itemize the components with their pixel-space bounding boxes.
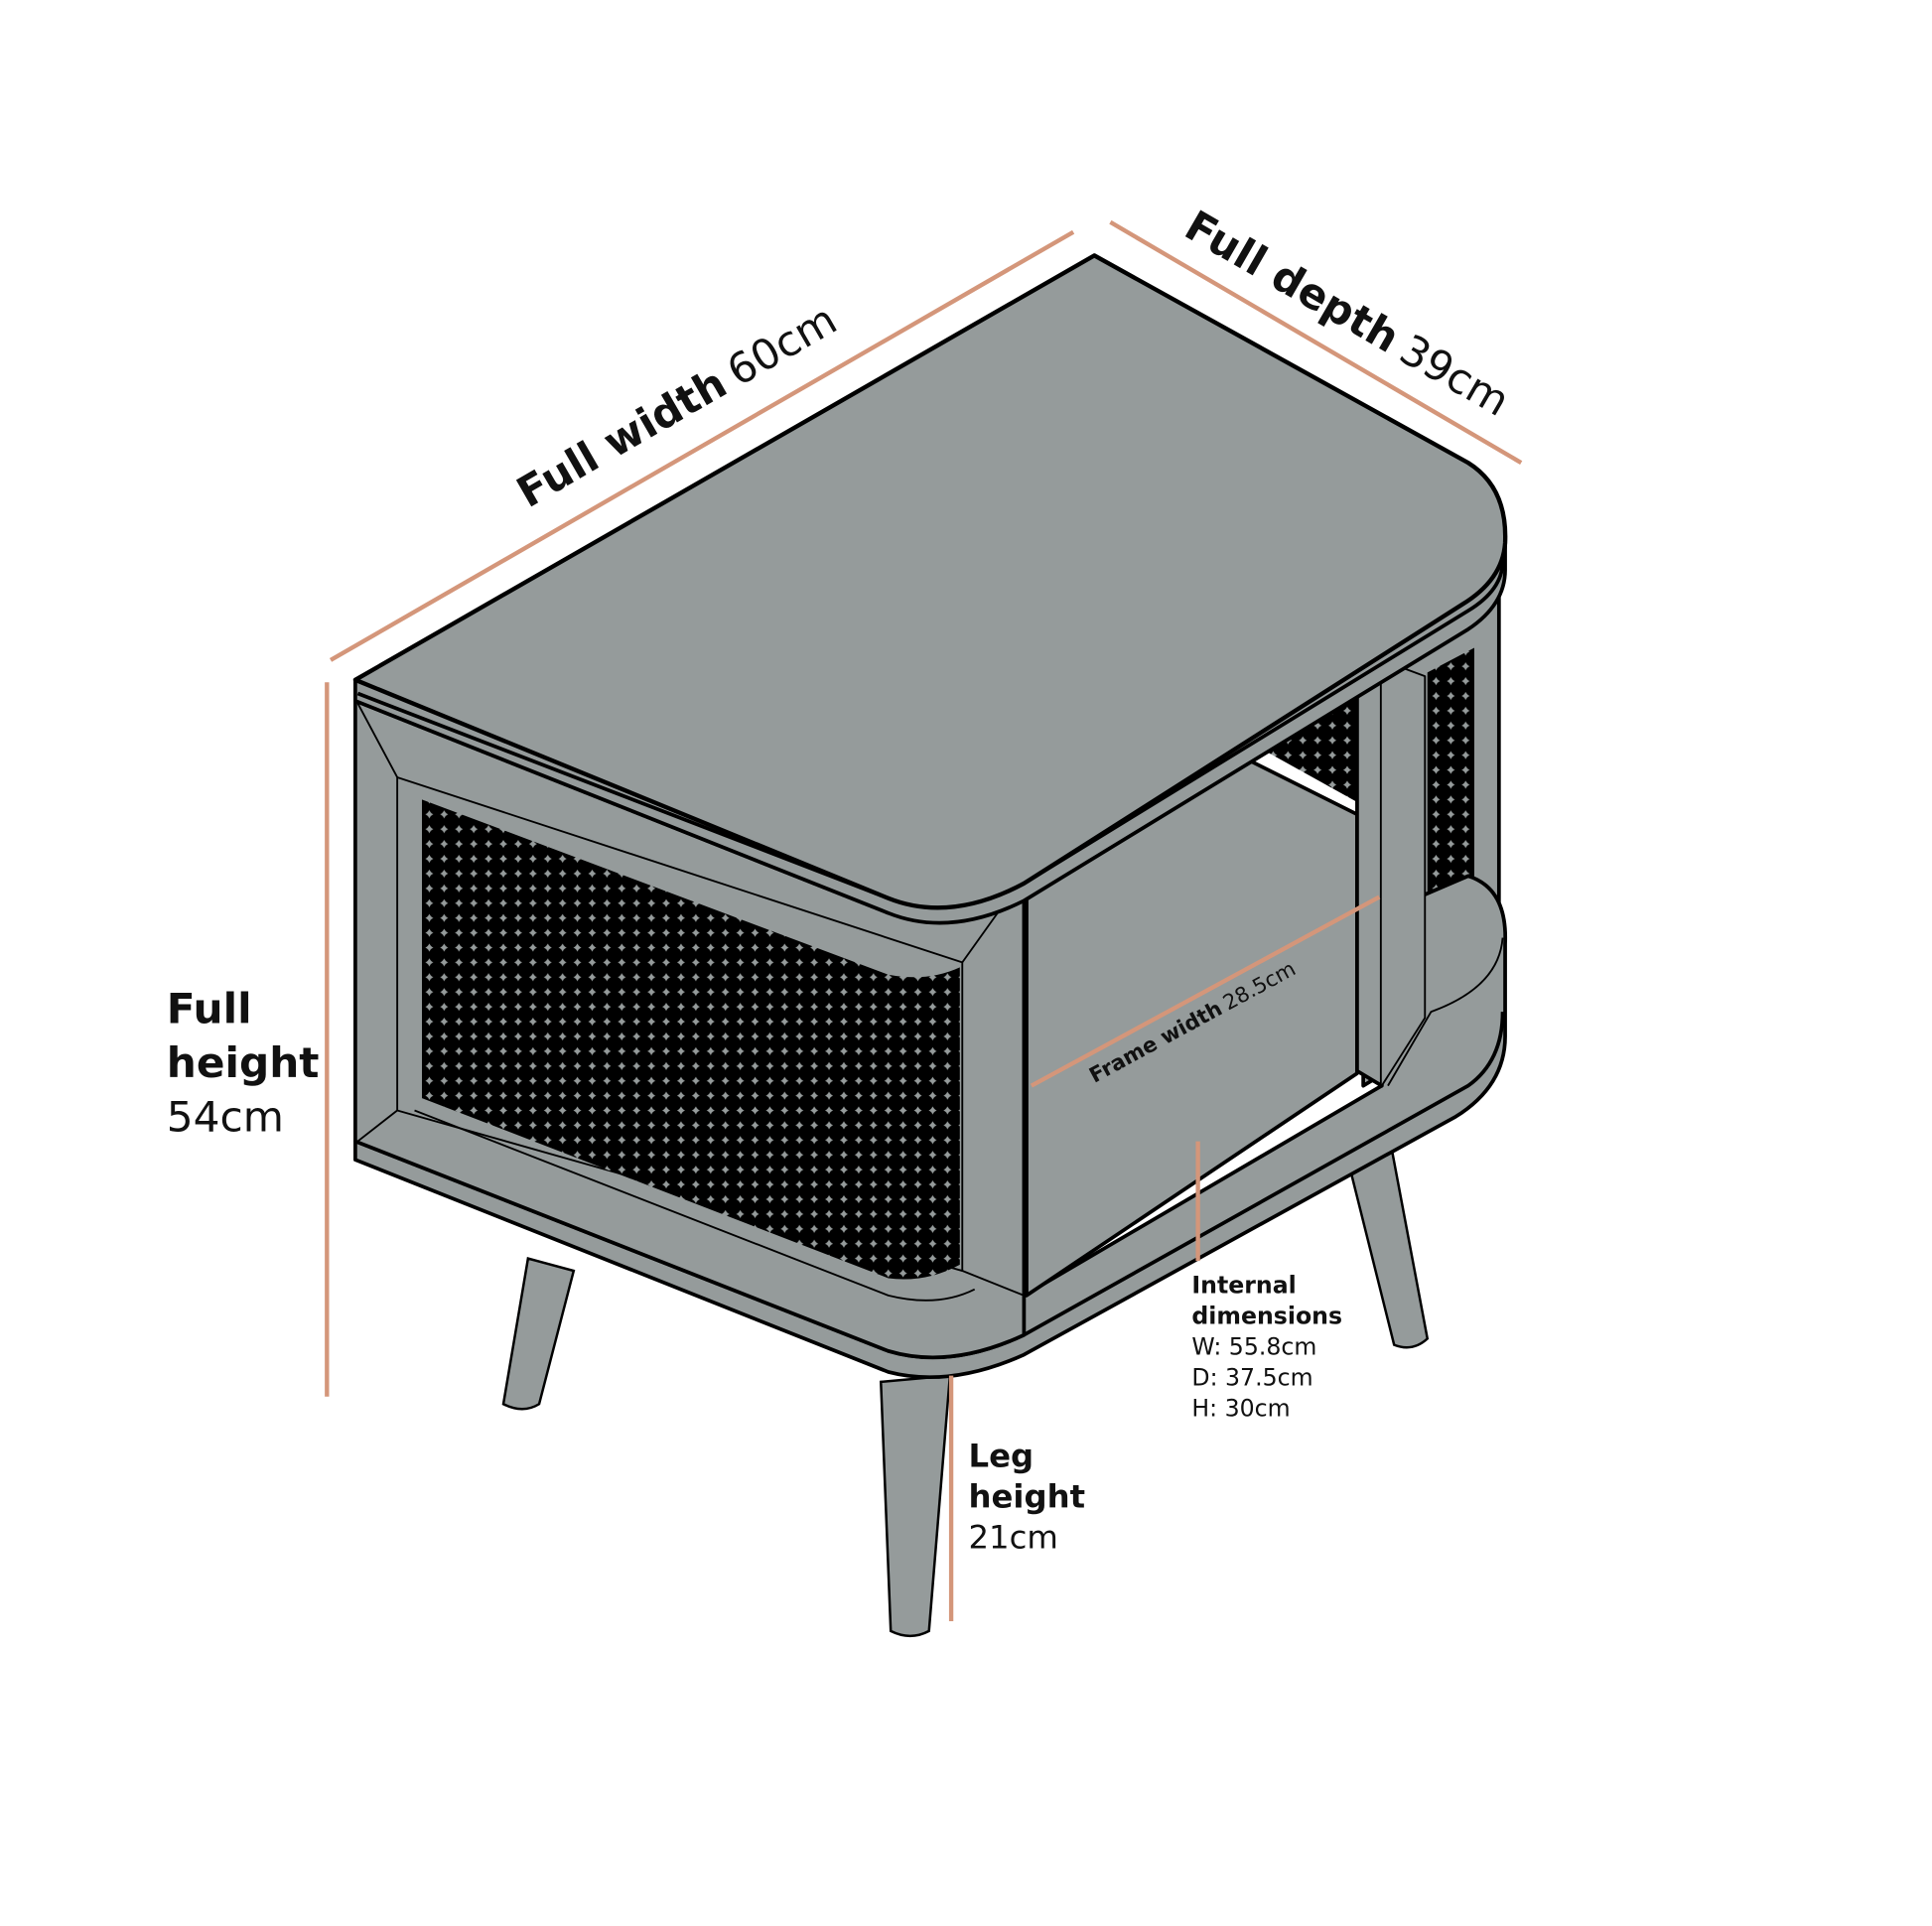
right-post [1355, 658, 1384, 1088]
svg-text:height: height [968, 1478, 1085, 1516]
svg-text:21cm: 21cm [968, 1519, 1057, 1557]
leg-front [879, 1374, 952, 1638]
full-height-label: Full height 54cm [167, 984, 320, 1141]
legs [501, 1127, 1430, 1638]
left-mesh-panel [421, 799, 960, 1280]
svg-text:Internal: Internal [1191, 1271, 1296, 1299]
svg-text:D: 37.5cm: D: 37.5cm [1191, 1364, 1312, 1392]
svg-text:W: 55.8cm: W: 55.8cm [1191, 1333, 1316, 1361]
dimension-lines [325, 219, 1523, 1621]
frame-width-line [1030, 894, 1381, 1088]
svg-text:height: height [167, 1038, 320, 1087]
full-width-line [329, 229, 1075, 662]
cabinet-body [352, 253, 1508, 1380]
svg-text:Leg: Leg [968, 1438, 1034, 1475]
svg-text:Full: Full [167, 984, 252, 1032]
svg-text:dimensions: dimensions [1191, 1302, 1342, 1329]
svg-text:H: 30cm: H: 30cm [1191, 1395, 1290, 1423]
table-top [352, 253, 1508, 910]
leg-back-left [501, 1257, 576, 1411]
internal-dimensions-label: Internal dimensions W: 55.8cm D: 37.5cm … [1191, 1271, 1342, 1422]
svg-text:54cm: 54cm [167, 1093, 284, 1142]
leg-back-right [1343, 1127, 1430, 1349]
leg-height-label: Leg height 21cm [968, 1438, 1085, 1557]
full-depth-line [1109, 219, 1523, 465]
